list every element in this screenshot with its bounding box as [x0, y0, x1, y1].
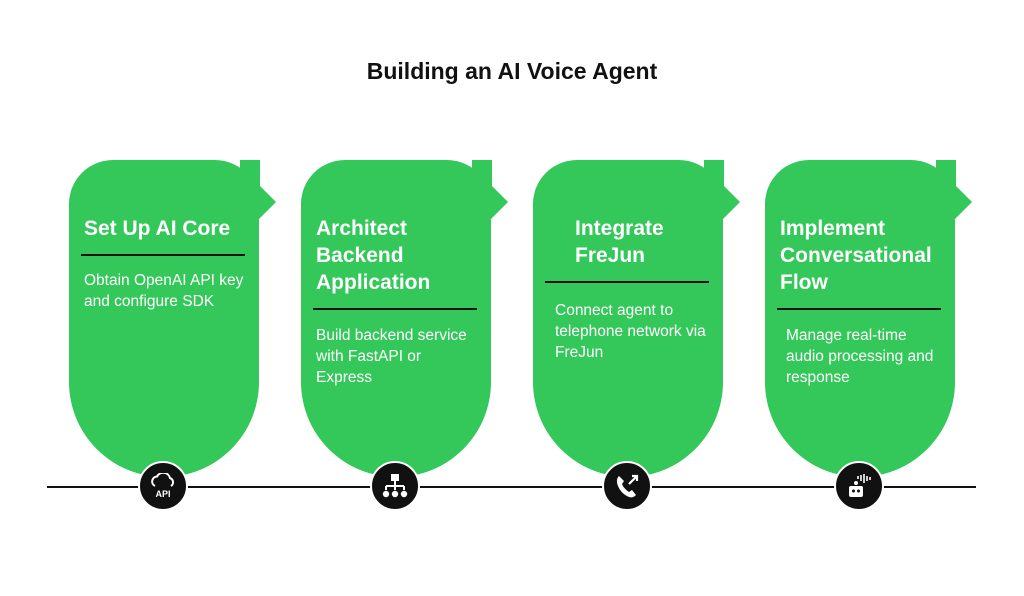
step-description: Connect agent to telephone network via F…: [555, 302, 706, 361]
step-heading: Architect Backend Application: [316, 217, 431, 294]
step-description: Build backend service with FastAPI or Ex…: [316, 327, 467, 386]
card-arrow: [490, 184, 508, 220]
robot-voice-icon: [834, 461, 884, 511]
card-arrow: [258, 184, 276, 220]
step-heading: Integrate FreJun: [575, 217, 664, 267]
svg-text:API: API: [155, 489, 170, 499]
step-divider: [81, 254, 245, 256]
timeline-line: [47, 486, 976, 488]
cloud-api-icon: API: [138, 461, 188, 511]
card-tab: [240, 160, 260, 200]
step-heading: Set Up AI Core: [84, 217, 231, 240]
card-tab: [704, 160, 724, 200]
step-card-2: Architect Backend Application Build back…: [301, 160, 508, 477]
phone-call-icon: [602, 461, 652, 511]
step-description: Obtain OpenAI API key and configure SDK: [84, 272, 244, 310]
diagram-title: Building an AI Voice Agent: [366, 58, 658, 84]
card-tab: [936, 160, 956, 200]
step-divider: [545, 281, 709, 283]
step-description: Manage real-time audio processing and re…: [786, 327, 934, 386]
step-card-4: Implement Conversational Flow Manage rea…: [765, 160, 972, 477]
step-divider: [777, 308, 941, 310]
card-tab: [472, 160, 492, 200]
card-arrow: [722, 184, 740, 220]
step-card-1: Set Up AI Core Obtain OpenAI API key and…: [69, 160, 276, 477]
step-divider: [313, 308, 477, 310]
step-heading: Implement Conversational Flow: [780, 217, 932, 294]
step-card-3: Integrate FreJun Connect agent to teleph…: [533, 160, 740, 477]
card-arrow: [954, 184, 972, 220]
hierarchy-icon: [370, 461, 420, 511]
